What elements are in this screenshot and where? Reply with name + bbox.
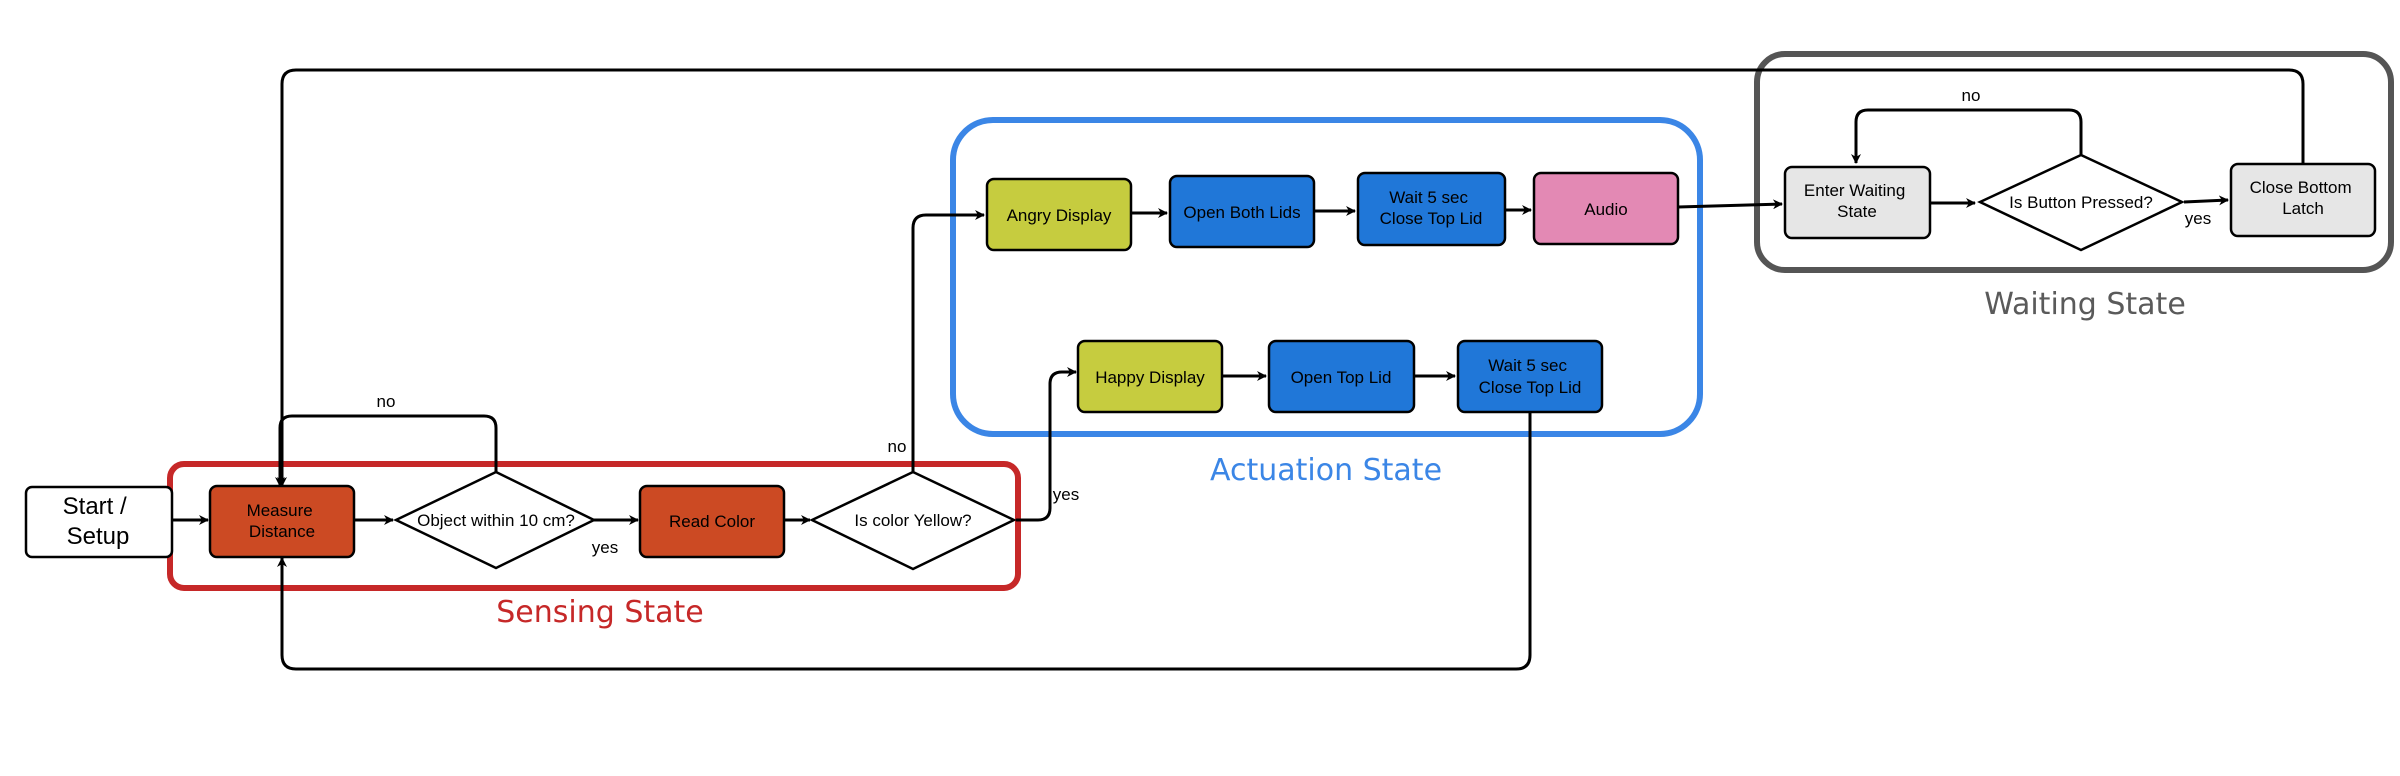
node-start-line1: Start / [63, 493, 127, 520]
node-audio-label: Audio [1584, 200, 1627, 219]
node-wait1-line1: Wait 5 sec [1389, 188, 1468, 207]
node-measure-line2: Distance [249, 522, 315, 541]
node-happy-display: Happy Display [1076, 339, 1224, 414]
node-button-check: Is Button Pressed? [1977, 153, 2185, 252]
svg-text:Is Button Pressed?: Is Button Pressed? [2009, 193, 2153, 212]
node-wait2-line1: Wait 5 sec [1488, 356, 1567, 375]
label-object-yes: yes [592, 538, 618, 557]
node-close-bottom-latch: Close Bottom Latch [2229, 162, 2377, 238]
edge-button-closelatch [2183, 195, 2229, 206]
edge-labels: no yes no yes no yes [377, 86, 2212, 557]
node-wait1-line2: Close Top Lid [1380, 209, 1483, 228]
svg-text:Object within 10 cm?: Object within 10 cm? [417, 511, 575, 530]
node-enterwait-line1: Enter Waiting [1804, 181, 1905, 200]
waiting-state-frame [1754, 51, 2394, 273]
node-audio: Audio [1532, 171, 1680, 246]
node-openboth-label: Open Both Lids [1183, 203, 1300, 222]
svg-text:Wait 5 sec Close Top Lid: Wait 5 sec Close Top Lid [1479, 356, 1582, 397]
svg-text:Open Top Lid: Open Top Lid [1291, 368, 1392, 387]
edge-latch-return [277, 68, 2305, 487]
edge-button-no-loop [1851, 108, 2083, 164]
node-happy-label: Happy Display [1095, 368, 1205, 387]
node-latch-line1: Close Bottom [2250, 178, 2352, 197]
node-open-both-lids: Open Both Lids [1168, 174, 1316, 249]
waiting-state-title: Waiting State [1984, 287, 2186, 322]
node-read-color: Read Color [638, 484, 786, 559]
label-button-no: no [1962, 86, 1981, 105]
svg-text:Close Bottom Latch: Close Bottom Latch [2250, 178, 2357, 218]
edge-color-yes-happy [1016, 367, 1077, 522]
node-wait2-line2: Close Top Lid [1479, 378, 1582, 397]
svg-text:Angry Display: Angry Display [1007, 206, 1112, 225]
edge-audio-enterwait [1677, 199, 1783, 210]
label-color-no: no [888, 437, 907, 456]
node-angry-label: Angry Display [1007, 206, 1112, 225]
node-open-top-lid: Open Top Lid [1267, 339, 1416, 414]
svg-text:Enter Waiting State: Enter Waiting State [1804, 181, 1910, 221]
actuation-state-frame [950, 117, 1703, 437]
node-wait-close-top-2: Wait 5 sec Close Top Lid [1456, 339, 1604, 414]
node-wait-close-top-1: Wait 5 sec Close Top Lid [1356, 171, 1507, 247]
connectors [173, 68, 2305, 671]
node-object-label: Object within 10 cm? [417, 511, 575, 530]
actuation-state-title: Actuation State [1210, 453, 1442, 488]
label-color-yes: yes [1053, 485, 1079, 504]
edge-wait2-return [277, 411, 1532, 671]
svg-text:Start / Setup: Start / Setup [63, 493, 134, 550]
svg-text:Read Color: Read Color [669, 512, 755, 531]
node-measure-line1: Measure [247, 501, 313, 520]
label-object-no: no [377, 392, 396, 411]
node-object-check: Object within 10 cm? [393, 470, 597, 570]
node-start-line2: Setup [67, 523, 130, 550]
node-measure-distance: Measure Distance [208, 484, 356, 559]
svg-text:Happy Display: Happy Display [1095, 368, 1205, 387]
node-buttoncheck-label: Is Button Pressed? [2009, 193, 2153, 212]
node-latch-line2: Latch [2282, 199, 2324, 218]
node-color-check: Is color Yellow? [809, 470, 1017, 571]
node-readcolor-label: Read Color [669, 512, 755, 531]
edge-color-no-angry [911, 210, 985, 472]
svg-text:Audio: Audio [1584, 200, 1627, 219]
sensing-state-title: Sensing State [496, 595, 703, 630]
edge-object-no-loop [275, 414, 498, 487]
node-start: Start / Setup [24, 485, 174, 559]
node-enterwait-line2: State [1837, 202, 1877, 221]
node-enter-waiting-state: Enter Waiting State [1783, 165, 1932, 240]
node-angry-display: Angry Display [985, 177, 1133, 252]
svg-text:Open Both Lids: Open Both Lids [1183, 203, 1300, 222]
node-opentop-label: Open Top Lid [1291, 368, 1392, 387]
svg-text:Wait 5 sec Close Top Lid: Wait 5 sec Close Top Lid [1380, 188, 1483, 228]
label-button-yes: yes [2185, 209, 2211, 228]
svg-text:Is color Yellow?: Is color Yellow? [854, 511, 971, 530]
svg-text:Measure Distance: Measure Distance [247, 501, 318, 541]
node-colorcheck-label: Is color Yellow? [854, 511, 971, 530]
